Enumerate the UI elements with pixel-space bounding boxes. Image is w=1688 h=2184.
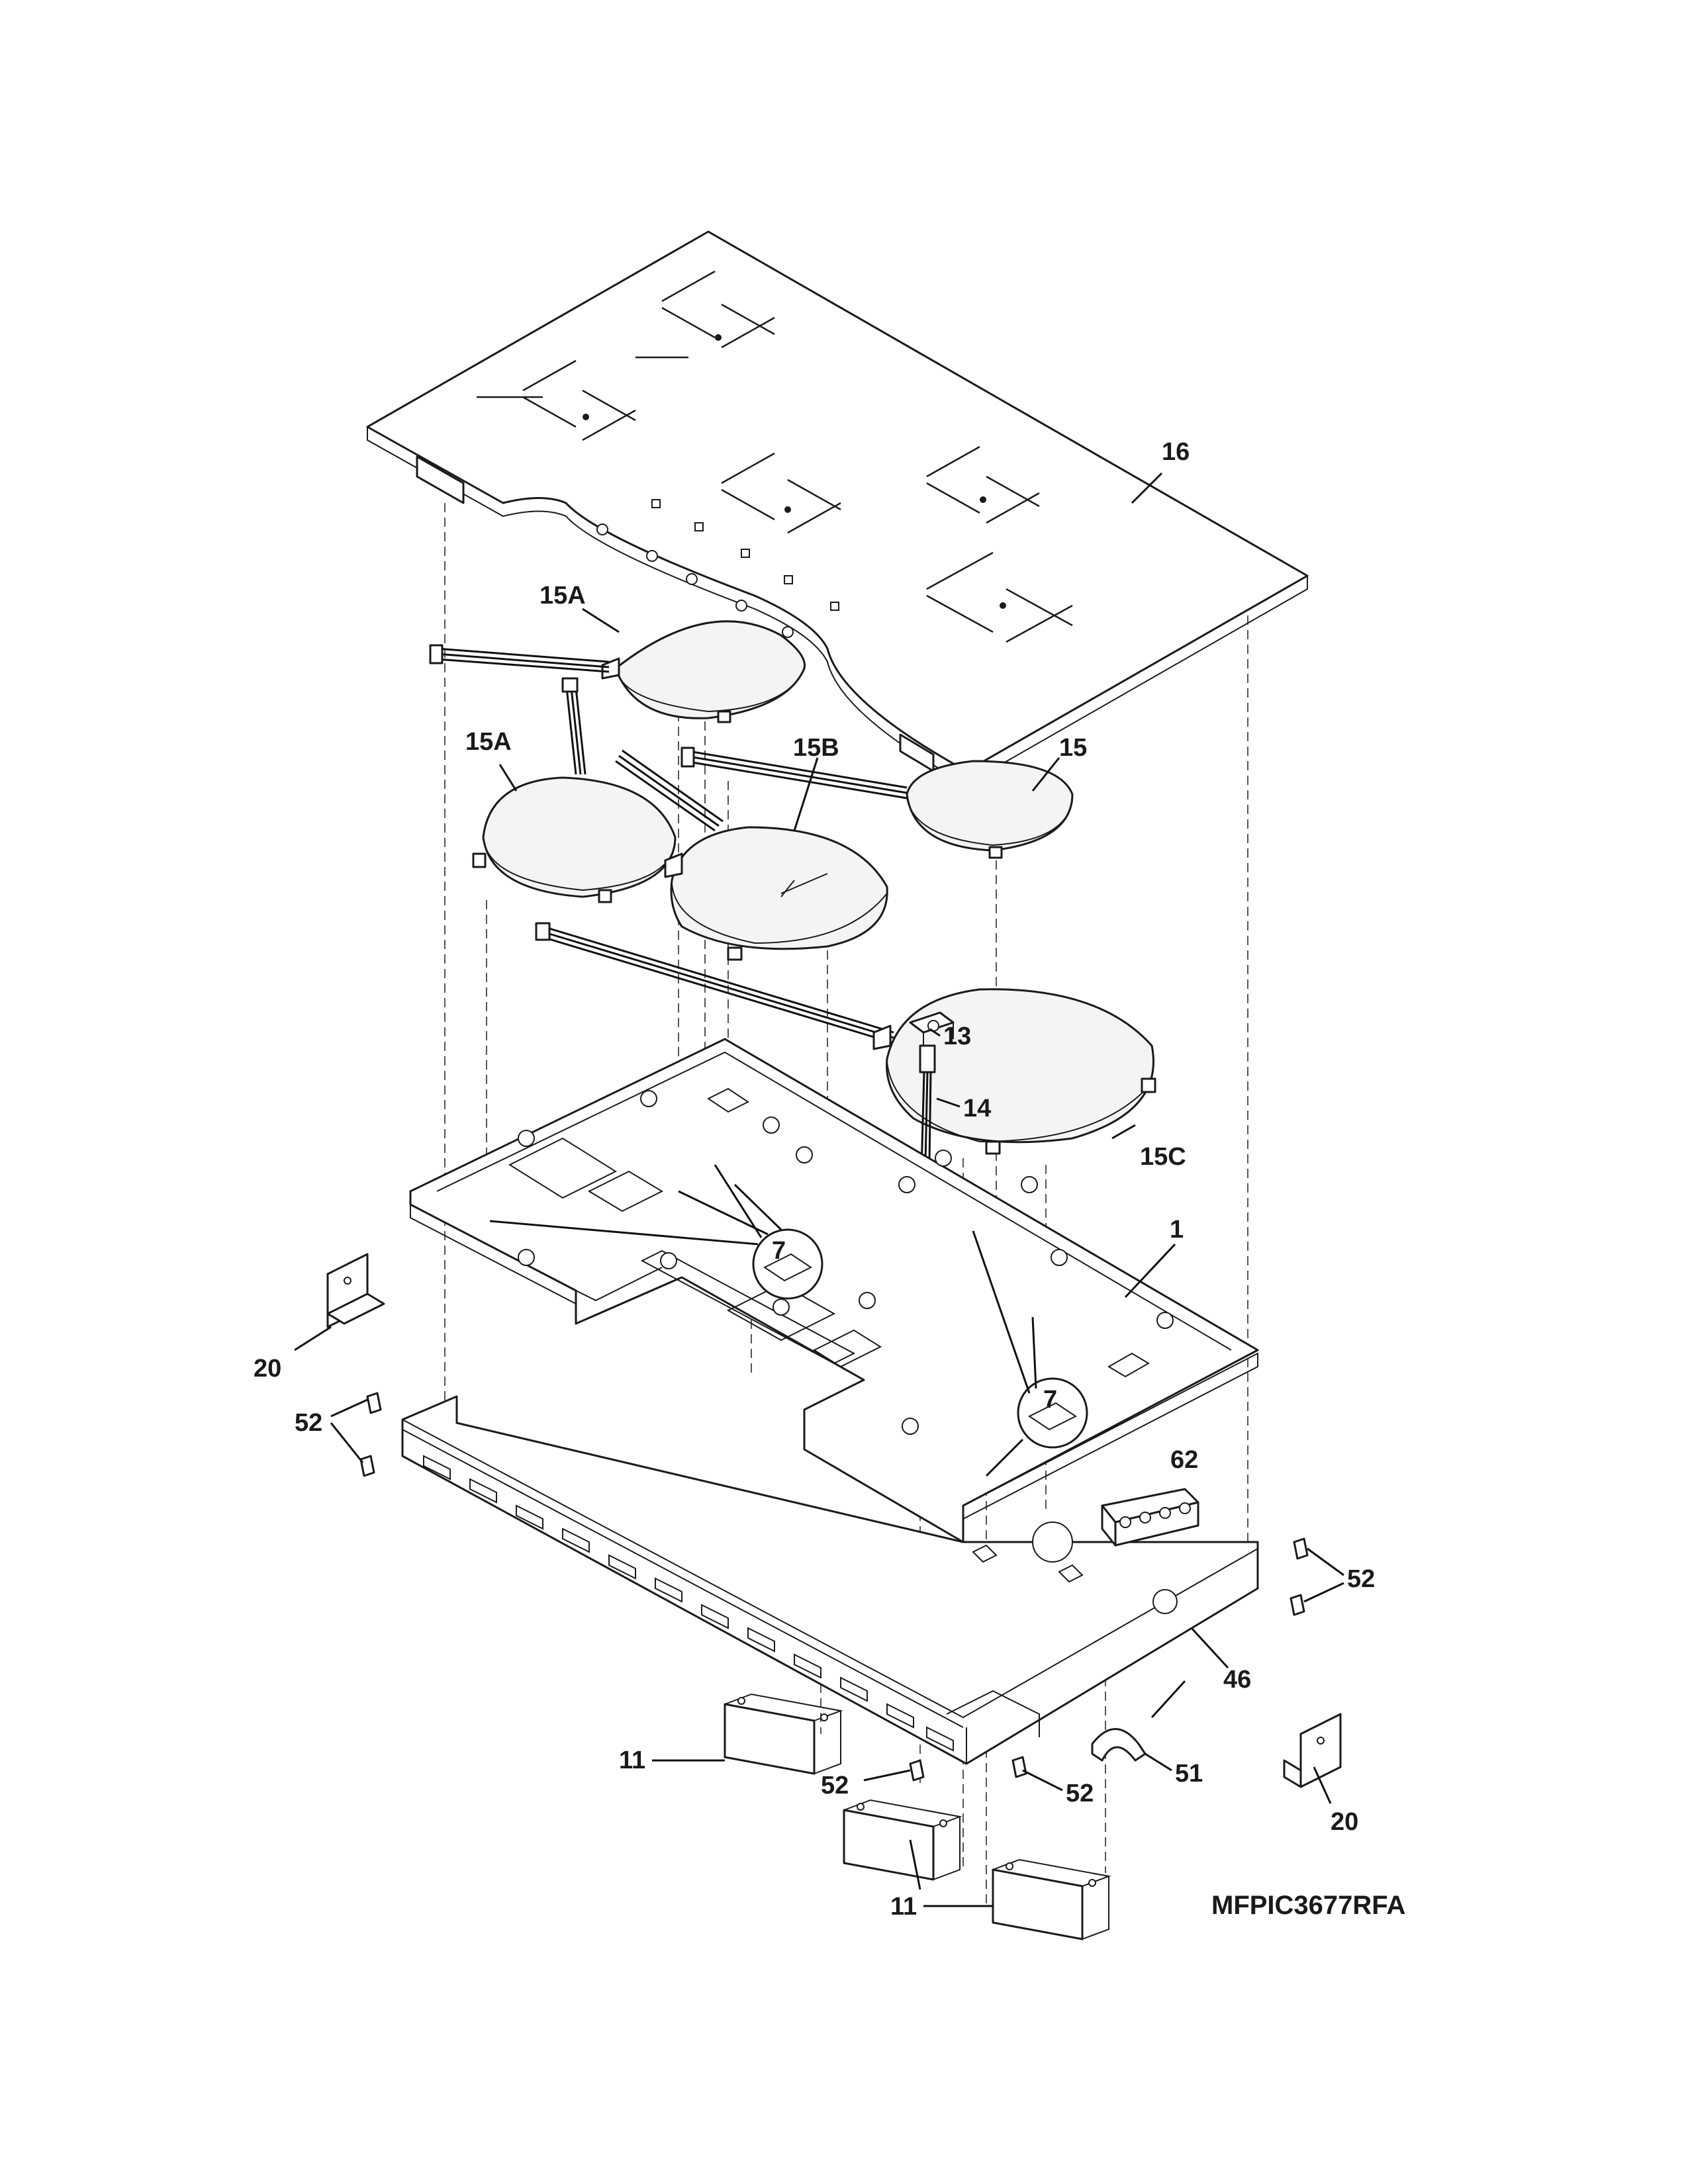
- control-symbols: [596, 499, 839, 638]
- callout-52-bottom-left: 52: [821, 1772, 849, 1799]
- callout-15: 15: [1059, 734, 1087, 762]
- callout-14: 14: [963, 1095, 991, 1122]
- callout-16: 16: [1162, 438, 1190, 466]
- callout-labels: 16 15A 15A 15B 15 13 14 15C 7 7 1 20 52 …: [254, 438, 1375, 1921]
- corner-bracket-20-right: [1283, 1713, 1342, 1788]
- callout-leaders: [294, 472, 1344, 1907]
- corner-bracket-20-left: [326, 1253, 385, 1328]
- callout-20-left: 20: [254, 1355, 281, 1383]
- mounting-bracket-11-left: [724, 1693, 843, 1775]
- callout-15B: 15B: [793, 734, 839, 762]
- callout-20-right: 20: [1331, 1808, 1358, 1836]
- callout-15A-left: 15A: [465, 728, 512, 756]
- callout-13: 13: [943, 1023, 971, 1050]
- callout-52-right: 52: [1347, 1565, 1375, 1593]
- mounting-bracket-11-right: [992, 1858, 1111, 1940]
- induction-coil-15C: [872, 988, 1156, 1155]
- lower-housing-46: [401, 1395, 1259, 1765]
- vent-slots: [423, 1455, 954, 1752]
- callout-52-left: 52: [295, 1409, 322, 1437]
- cable-clamp-51: [1091, 1728, 1147, 1762]
- callout-46: 46: [1223, 1666, 1251, 1694]
- callout-7-right: 7: [1043, 1386, 1057, 1414]
- mounting-bracket-11-center: [843, 1799, 962, 1881]
- induction-coil-15B: [535, 749, 894, 1044]
- spring-clips-52: [359, 1392, 1309, 1782]
- induction-coil-15: [680, 747, 1074, 859]
- callout-11-bottom: 11: [890, 1893, 917, 1921]
- callout-1: 1: [1170, 1216, 1184, 1244]
- terminal-block-62: [1101, 1488, 1199, 1547]
- callout-15A-top: 15A: [539, 582, 586, 610]
- callout-15C: 15C: [1140, 1143, 1186, 1171]
- callout-62: 62: [1170, 1446, 1198, 1474]
- induction-coil-15A-top: [429, 620, 806, 723]
- zone-marks: [477, 270, 1073, 643]
- model-number: MFPIC3677RFA: [1211, 1891, 1405, 1920]
- wire-clamp-7-right: [972, 1230, 1088, 1477]
- chassis-holes: [518, 1090, 1174, 1435]
- callout-51: 51: [1175, 1760, 1203, 1788]
- callout-52-bottom-right: 52: [1066, 1780, 1094, 1807]
- wire-clamp-7-left: [489, 1164, 823, 1300]
- callout-11-left: 11: [619, 1747, 645, 1774]
- induction-coil-15A-left: [472, 677, 677, 903]
- callout-7-left: 7: [772, 1237, 786, 1265]
- cooktop-glass-16: [366, 230, 1309, 786]
